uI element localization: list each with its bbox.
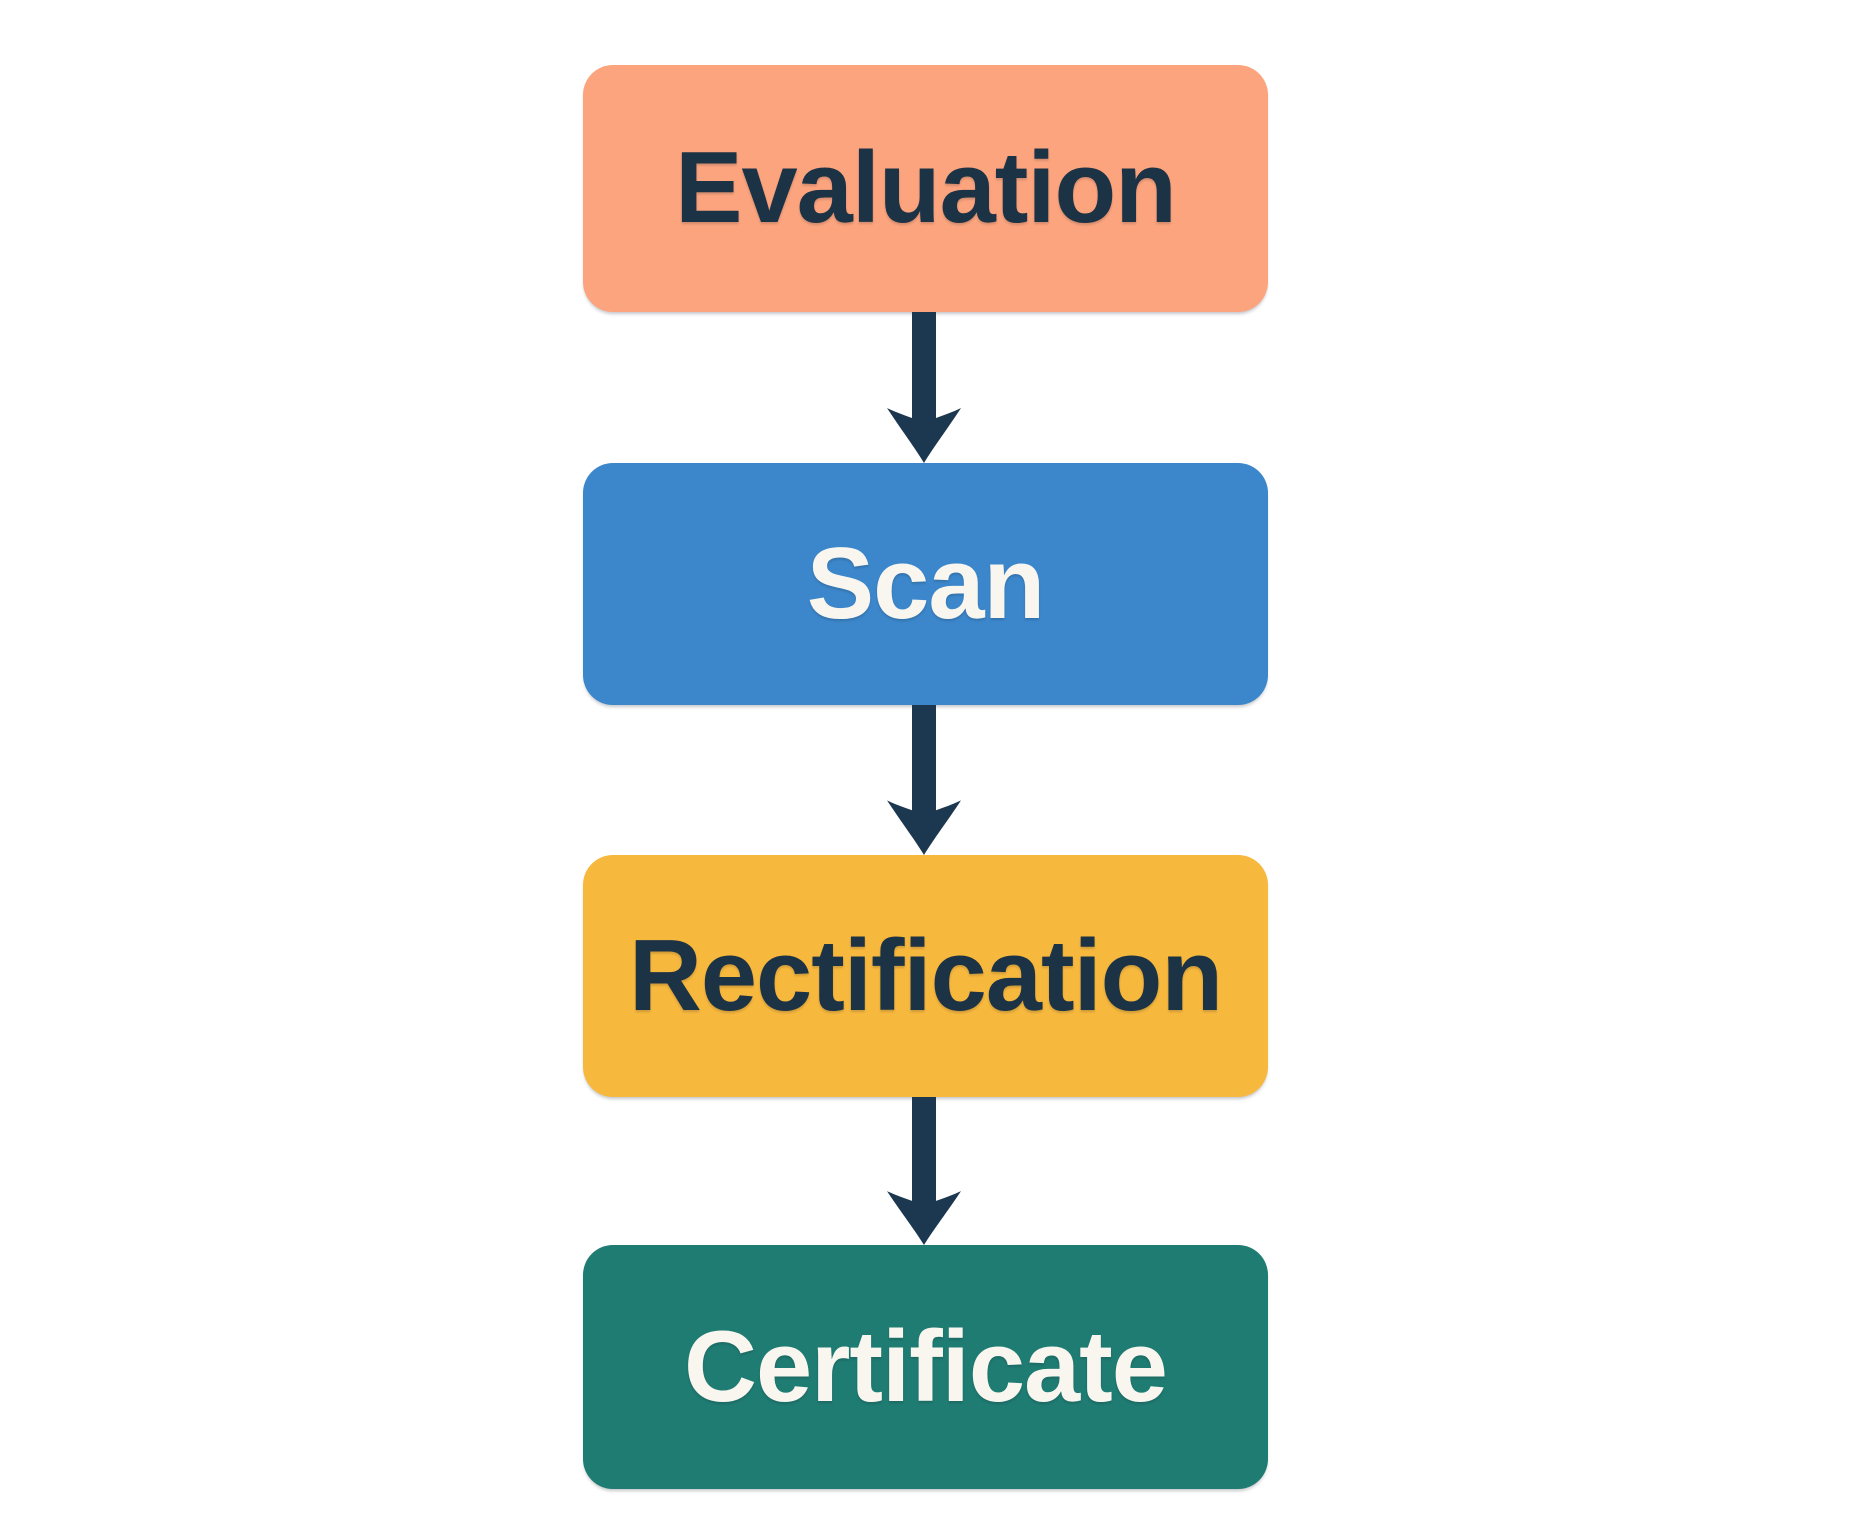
node-label-scan: Scan xyxy=(806,527,1045,640)
arrow-rectification-to-certificate xyxy=(882,1097,966,1245)
node-certificate: Certificate xyxy=(583,1245,1268,1489)
node-label-evaluation: Evaluation xyxy=(675,132,1177,244)
node-scan: Scan xyxy=(583,463,1268,705)
node-evaluation: Evaluation xyxy=(583,65,1268,312)
arrow-evaluation-to-scan xyxy=(882,312,966,463)
down-arrow-icon xyxy=(887,1097,961,1245)
node-label-certificate: Certificate xyxy=(684,1310,1168,1423)
arrow-scan-to-rectification xyxy=(882,705,966,855)
down-arrow-icon xyxy=(887,312,961,463)
down-arrow-icon xyxy=(887,705,961,855)
node-rectification: Rectification xyxy=(583,855,1268,1097)
node-label-rectification: Rectification xyxy=(628,919,1223,1032)
